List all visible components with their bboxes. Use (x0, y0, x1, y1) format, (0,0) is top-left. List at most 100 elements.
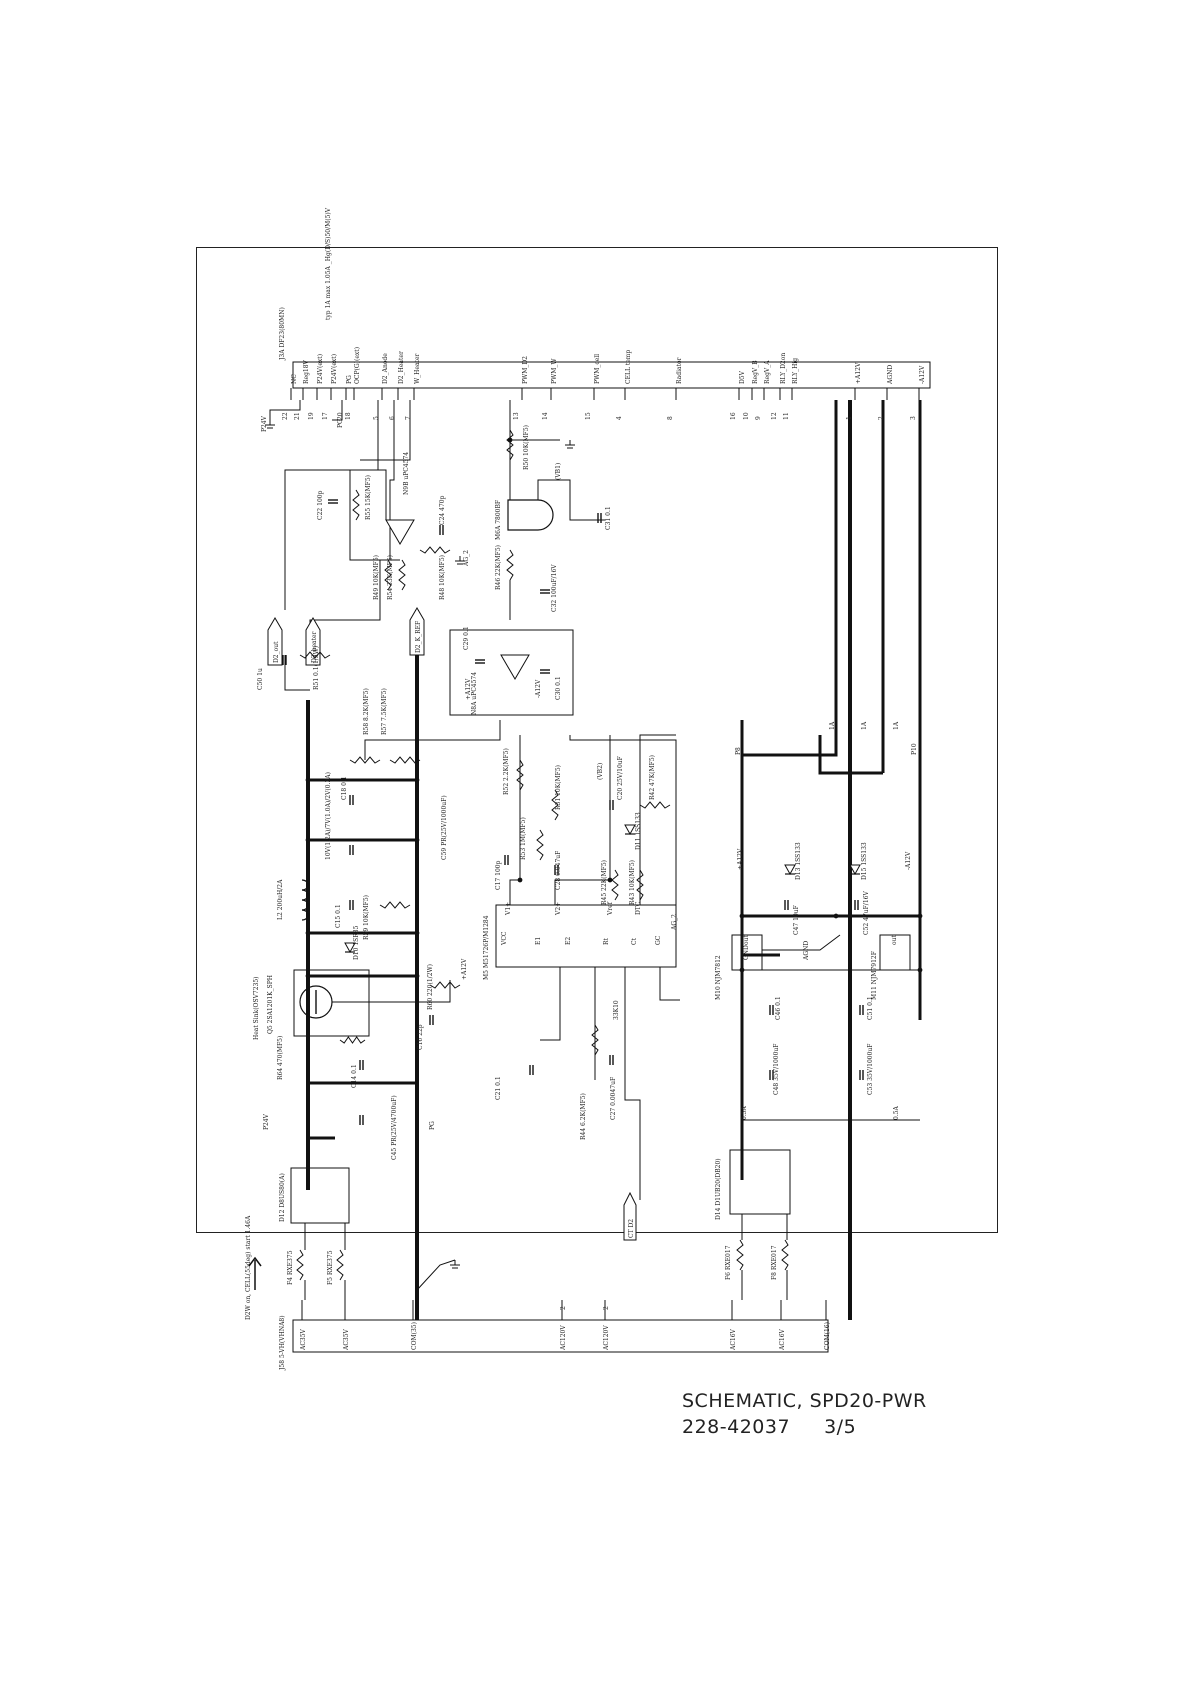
connector-j3a-pin-label: +A12V (855, 362, 862, 384)
n9b-feedback-wire (349, 470, 400, 561)
junction-dot (917, 967, 923, 973)
label-r43: R43 10K(MF5) (629, 860, 636, 905)
label-one-amp-a: 1A (829, 721, 836, 730)
resistor-zigzag (506, 429, 514, 461)
label-d15: D15 1SS133 (861, 842, 868, 880)
label-c28: C28 0.047uF (555, 851, 562, 890)
junction-dot (517, 877, 523, 883)
connector-j3a-pin-label: D2_Anode (382, 353, 389, 384)
label-c14: C14 0.1 (351, 1064, 358, 1088)
label-r60: R60 220(1/2W) (427, 964, 434, 1010)
junction-dot (305, 837, 311, 843)
m5-pin-wire (540, 967, 561, 1041)
connector-j3a-pin-number: 21 (294, 412, 301, 420)
m6a-wire (537, 479, 605, 521)
resistor-r60 (429, 981, 461, 989)
connector-j3a-pin-number: 9 (755, 416, 762, 420)
label-c31: C31 0.1 (605, 506, 612, 530)
label-m5-rt: Rt (603, 937, 610, 945)
resistor-r44 (591, 1024, 599, 1056)
rail-plus-a12v-route (740, 720, 838, 757)
label-m5-vref: Vref (607, 901, 614, 916)
connector-j3a-pin-label: PWM_cell (594, 354, 601, 384)
label-r51: R51 0.1(1/3W) (313, 646, 320, 690)
resistor-zigzag (336, 1249, 344, 1281)
label-c52: C52 47uF/16V (863, 891, 870, 935)
net-label-p24v-2: P24V (263, 1113, 270, 1130)
resistor-zigzag (781, 1239, 789, 1271)
connector-j58-pin-label: AC120V (603, 1325, 610, 1351)
connector-j3a-pin-number: 1 (846, 416, 853, 420)
label-m6a: M6A 7800BF (495, 500, 502, 540)
resistor-zigzag (379, 901, 411, 909)
regulator-m6a (507, 499, 554, 531)
resistor-zigzag (398, 559, 406, 591)
label-m5-e1: E1 (535, 937, 542, 945)
capacitor-c15 (349, 900, 354, 910)
inductor-l2 (301, 879, 309, 921)
label-r44: R44 6.2K(MF5) (580, 1093, 587, 1140)
connector-j3a-pin-number: 8 (667, 416, 674, 420)
diode-d11 (624, 824, 636, 836)
label-c20: C20 25V/10uF (617, 756, 624, 800)
current-arrow-head (248, 1256, 262, 1267)
label-c29: C29 0.1 (463, 626, 470, 650)
label-m5-gc: GC (655, 935, 662, 945)
label-r59: R59 10K(MF5) (363, 895, 370, 940)
net-tag-label: CT D2 (628, 1219, 635, 1238)
m5-pin-wire (624, 967, 641, 1200)
d2-anode-wire (389, 400, 395, 560)
resistor-r45 (611, 869, 619, 901)
label-one-amp-b: 1A (861, 721, 868, 730)
label-c51: C51 0.1 (867, 996, 874, 1020)
connector-j3a-pin-label: OCP(G)(ext) (354, 347, 361, 384)
connector-j3a-pin-label: CELL temp (625, 350, 632, 384)
connector-j3a-pin-label: D5V (739, 370, 746, 384)
com-ground-wire (416, 1259, 456, 1291)
connector-j3a-pin-label: P24V(ext) (331, 354, 338, 384)
connector-j58-pin-label: AC35V (343, 1328, 350, 1351)
label-one-amp-c: 1A (893, 721, 900, 730)
capacitor-c31 (597, 513, 602, 523)
capacitor-c50 (282, 655, 287, 665)
label-m5-v1p: V1+ (505, 902, 512, 916)
connector-j3a-pin-label: RLY_D2on (780, 353, 787, 384)
label-c46: C46 0.1 (775, 996, 782, 1020)
diode-triangle (344, 942, 356, 954)
label-c32: C32 100uF/16V (551, 564, 558, 612)
label-c45: C45 PR(25V/4700uF) (391, 1095, 398, 1160)
capacitor-c17 (504, 855, 509, 865)
label-m10-out: out (743, 935, 750, 945)
inductor-turn (301, 909, 309, 921)
label-l2: L2 200uH/2A (277, 879, 284, 920)
diode-d10 (344, 942, 356, 954)
label-c15: C15 0.1 (335, 904, 342, 928)
connector-j58-pin-label: AC35V (300, 1328, 307, 1351)
resistor-zigzag (536, 829, 544, 861)
label-f5: F5 RXE375 (327, 1250, 334, 1285)
resistor-zigzag (516, 759, 524, 791)
regulator-m11 (879, 934, 911, 971)
label-m11-out: out (891, 935, 898, 945)
label-d14: D14 D1UB20(DB20) (715, 1158, 722, 1220)
label-r64: R64 470(MF5) (277, 1036, 284, 1080)
rail-agnd-route (818, 735, 883, 775)
connector-j58-note: D2W on, CELL(55deg) start 1.46A (245, 1215, 252, 1320)
label-c22: C22 100p (317, 490, 324, 520)
label-d10: D10 1SR35 (353, 925, 360, 960)
drawing-title: SCHEMATIC, SPD20-PWR (682, 1390, 927, 1412)
opamp-n9b (385, 519, 415, 545)
label-d13: D13 1SS133 (795, 842, 802, 880)
resistor-zigzag (736, 1239, 744, 1271)
capacitor-c46 (769, 1005, 774, 1015)
resistor-r52 (516, 759, 524, 791)
connector-j3a-pin-number: 20 (337, 412, 344, 420)
resistor-r56 (419, 546, 451, 554)
connector-j3a-pin-label: NC (291, 374, 298, 384)
connector-j58-pin-number: 2 (603, 1306, 610, 1310)
label-c27: C27 0.0047uF (610, 1077, 617, 1120)
drawing-frame (196, 247, 998, 1233)
label-m10-gnd: GND (743, 945, 750, 960)
capacitor-c32 (540, 589, 550, 594)
connector-j3a-pin-number: 17 (322, 412, 329, 420)
